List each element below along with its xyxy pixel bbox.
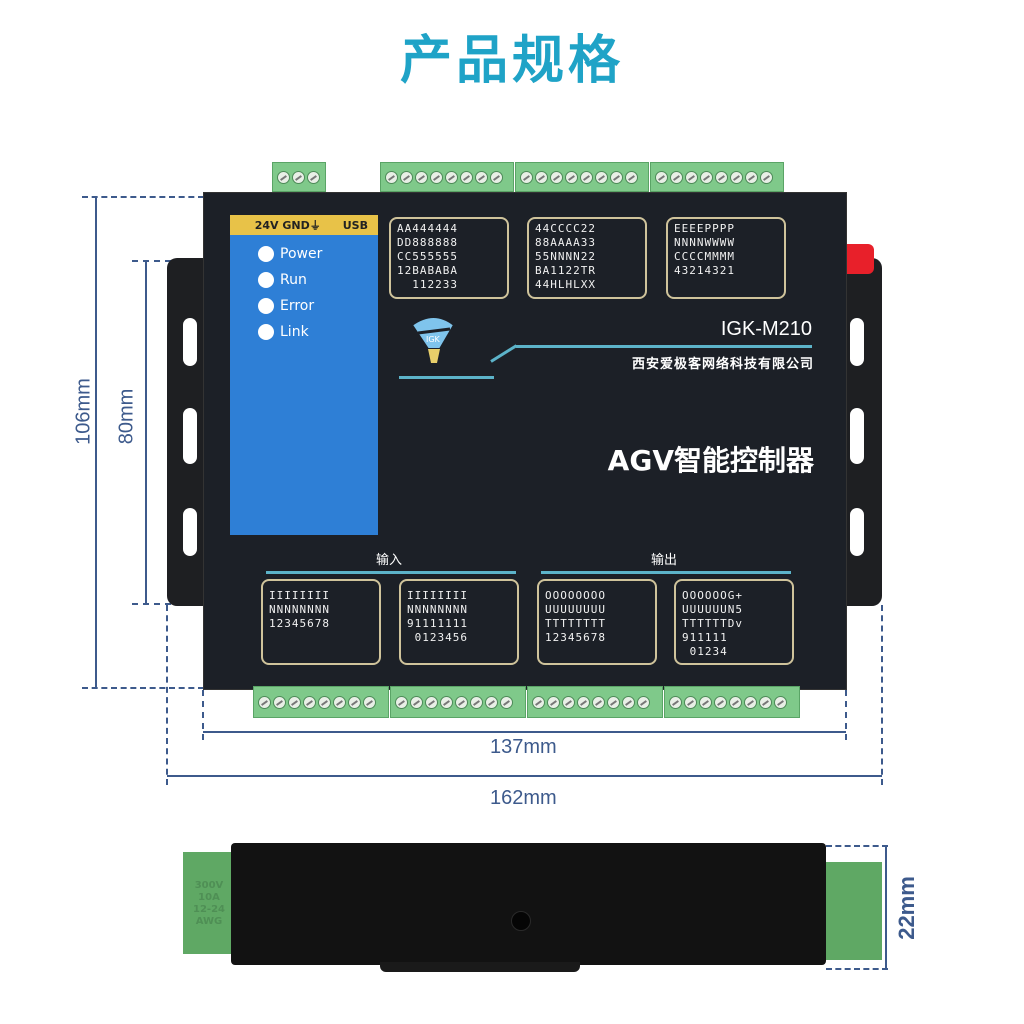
output-pin-block-2: OOOOOOG+ UUUUUUN5 TTTTTTDv 911111 01234 bbox=[674, 579, 794, 665]
dim-line-80 bbox=[145, 260, 147, 603]
dim-guide-bottom-inner bbox=[132, 603, 182, 605]
input-section-label: 输入 bbox=[375, 553, 402, 568]
dim-guide-left-outer bbox=[166, 605, 168, 785]
mounting-slot bbox=[850, 318, 864, 366]
input-pin-block-1: IIIIIIII NNNNNNNN 12345678 bbox=[261, 579, 381, 665]
terminal-block-top-2 bbox=[515, 162, 649, 192]
terminal-block-top-3 bbox=[650, 162, 784, 192]
dim-line-162 bbox=[167, 775, 882, 777]
page-title: 产品规格 bbox=[399, 30, 624, 91]
controller-body: 24V GND⏚ USB Power Run Error Link AA4444… bbox=[203, 192, 847, 690]
dim-line-22 bbox=[885, 845, 887, 968]
terminal-block-top-1 bbox=[380, 162, 514, 192]
dim-line-106 bbox=[95, 196, 97, 687]
dim-guide-top-outer bbox=[82, 196, 204, 198]
company-name: 西安爱极客网络科技有限公司 bbox=[631, 357, 814, 372]
led-indicator-icon bbox=[258, 324, 274, 340]
dim-label-depth: 22mm bbox=[894, 876, 919, 940]
pin-block-top-3: EEEEPPPP NNNNWWWW CCCCMMMM 43214321 bbox=[666, 217, 786, 299]
terminal-block-bottom-1 bbox=[253, 686, 389, 718]
product-name: AGV智能控制器 bbox=[607, 444, 814, 477]
dim-guide-depth-bottom bbox=[826, 968, 888, 970]
output-section-label: 输出 bbox=[650, 553, 677, 568]
mounting-keyhole bbox=[183, 408, 197, 464]
terminal-block-bottom-2 bbox=[390, 686, 526, 718]
led-panel: Power Run Error Link bbox=[230, 235, 378, 535]
controller-side-body bbox=[231, 843, 826, 965]
pin-block-top-1: AA444444 DD888888 CC555555 12BABABA 1122… bbox=[389, 217, 509, 299]
label-gnd: GND bbox=[282, 219, 310, 232]
terminal-block-power bbox=[272, 162, 326, 192]
led-indicator-icon bbox=[258, 272, 274, 288]
dim-guide-depth-top bbox=[826, 845, 888, 847]
ground-icon: ⏚ bbox=[309, 219, 321, 232]
dim-guide-bottom-outer bbox=[82, 687, 204, 689]
decorative-line bbox=[490, 344, 518, 363]
dim-label-height-inner: 80mm bbox=[115, 388, 138, 445]
dim-label-height-outer: 106mm bbox=[72, 378, 95, 445]
mounting-keyhole bbox=[850, 408, 864, 464]
label-24v: 24V bbox=[254, 219, 279, 232]
mounting-slot bbox=[850, 508, 864, 556]
led-link: Link bbox=[258, 319, 378, 345]
input-pin-block-2: IIIIIIII NNNNNNNN 91111111 0123456 bbox=[399, 579, 519, 665]
led-error: Error bbox=[258, 293, 378, 319]
dim-line-137 bbox=[203, 731, 846, 733]
dim-label-width-inner: 137mm bbox=[490, 736, 557, 758]
mounting-slot bbox=[183, 508, 197, 556]
decorative-line bbox=[399, 376, 494, 379]
power-usb-header: 24V GND⏚ USB bbox=[230, 215, 378, 235]
output-pin-block-1: OOOOOOOO UUUUUUUU TTTTTTTT 12345678 bbox=[537, 579, 657, 665]
dim-guide-right-outer bbox=[881, 605, 883, 785]
screw-icon bbox=[511, 911, 531, 931]
led-indicator-icon bbox=[258, 246, 274, 262]
led-run: Run bbox=[258, 267, 378, 293]
side-terminal-left: 300V 10A 12-24 AWG bbox=[183, 852, 235, 954]
terminal-block-bottom-4 bbox=[664, 686, 800, 718]
igk-logo-icon: IGK bbox=[404, 311, 464, 371]
output-section-line bbox=[541, 571, 791, 574]
led-power: Power bbox=[258, 241, 378, 267]
side-bracket bbox=[380, 962, 580, 972]
decorative-line bbox=[516, 345, 812, 348]
mounting-slot bbox=[183, 318, 197, 366]
side-terminal-right bbox=[822, 862, 882, 960]
pin-block-top-2: 44CCCC22 88AAAA33 55NNNN22 BA1122TR 44HL… bbox=[527, 217, 647, 299]
input-section-line bbox=[266, 571, 516, 574]
dim-guide-left-inner bbox=[202, 690, 204, 740]
svg-text:IGK: IGK bbox=[426, 335, 441, 344]
terminal-block-bottom-3 bbox=[527, 686, 663, 718]
dim-guide-top-inner bbox=[132, 260, 182, 262]
model-number: IGK-M210 bbox=[720, 318, 812, 340]
label-usb: USB bbox=[342, 218, 368, 232]
dim-guide-right-inner bbox=[845, 690, 847, 740]
dim-label-width-outer: 162mm bbox=[490, 787, 557, 809]
led-indicator-icon bbox=[258, 298, 274, 314]
